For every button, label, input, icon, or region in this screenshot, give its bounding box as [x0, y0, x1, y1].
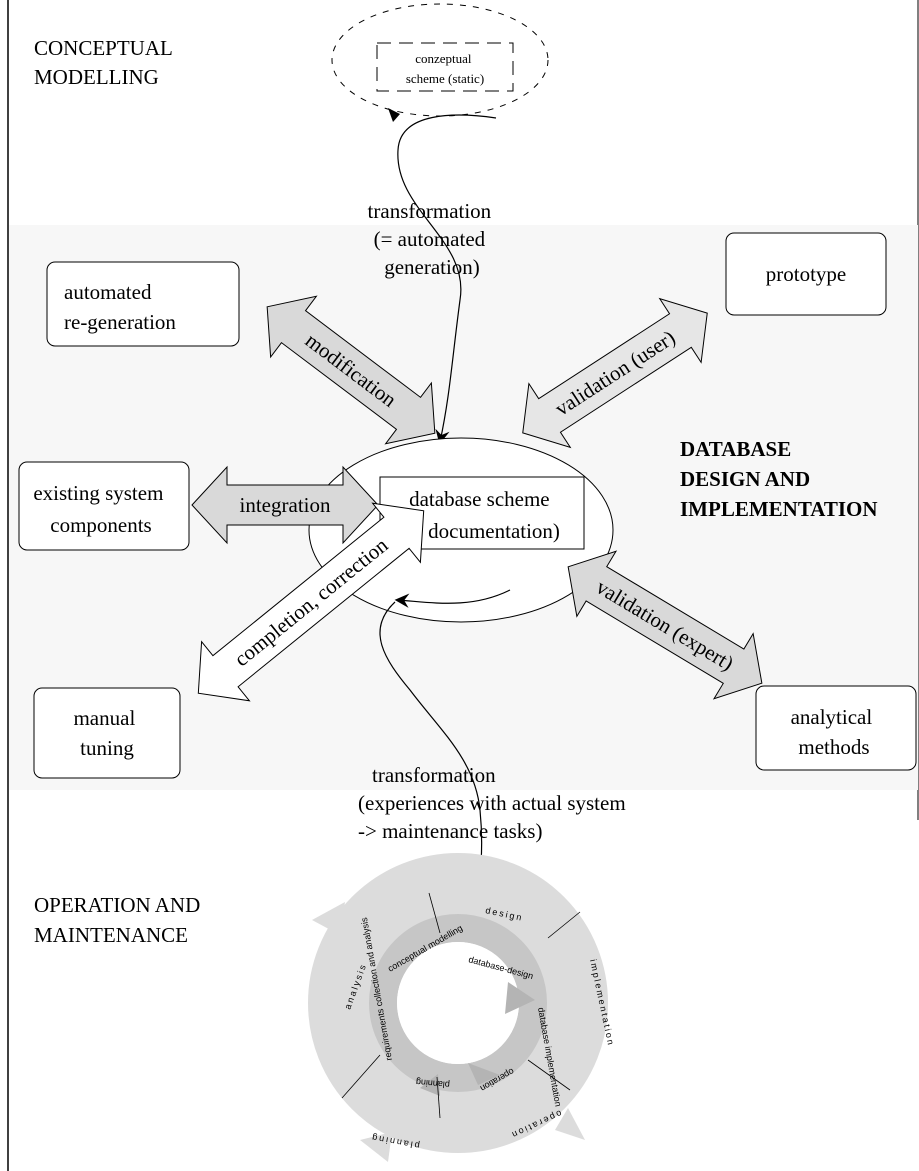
operation-maintenance-heading: OPERATION AND MAINTENANCE — [34, 893, 206, 947]
conceptual-scheme-label: conzeptual scheme (static) — [406, 51, 484, 86]
cycle-outer-ring — [308, 853, 608, 1153]
conceptual-modelling-heading: CONCEPTUAL MODELLING — [34, 36, 177, 89]
transformation-bottom-label: transformation (experiences with actual … — [358, 763, 631, 843]
conceptual-scheme-box — [376, 42, 514, 92]
integration-arrow: integration — [191, 465, 379, 545]
analytical-methods-box — [755, 685, 917, 771]
prototype-label: prototype — [766, 262, 846, 286]
cycle-inner-planning: planning — [415, 1077, 450, 1090]
cycle-tip-analysis — [312, 902, 345, 935]
bottom-return-curve — [394, 589, 511, 608]
cycle-inner-ring — [369, 914, 547, 1092]
transformation-top-label: transformation (= automated generation) — [368, 199, 497, 279]
cycle-tip-planning-inner — [420, 1074, 440, 1096]
automated-regeneration-box — [46, 261, 240, 347]
cycle-tip-design — [505, 982, 535, 1014]
analytical-methods-label: analytical methods — [791, 705, 878, 759]
manual-tuning-box — [33, 687, 181, 779]
existing-components-label: existing system components — [33, 481, 168, 537]
cycle-tip-planning — [360, 1132, 392, 1162]
lifecycle-cycle: design implementation operation planning… — [308, 853, 616, 1162]
manual-tuning-label: manual tuning — [73, 706, 140, 760]
cycle-tip-operation-inner — [468, 1063, 500, 1085]
top-transformation-curve — [397, 114, 497, 445]
prototype-box — [725, 232, 887, 316]
database-design-heading: DATABASE DESIGN AND IMPLEMENTATION — [680, 437, 878, 521]
database-scheme-label: database scheme (+ documentation) — [404, 487, 560, 543]
top-return-arrowhead — [388, 108, 400, 122]
automated-regeneration-label: automated re-generation — [64, 280, 176, 334]
cycle-tip-operation — [555, 1108, 585, 1140]
integration-label: integration — [240, 493, 331, 517]
existing-components-box — [18, 461, 190, 551]
